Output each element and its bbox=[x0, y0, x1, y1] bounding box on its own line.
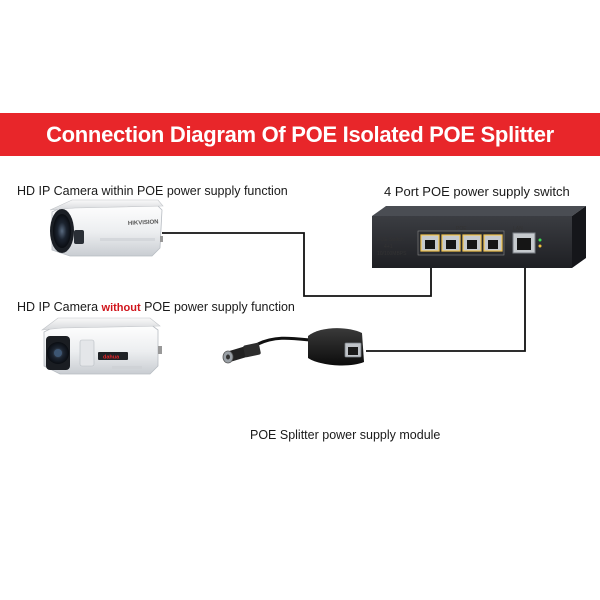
switch-panel-line1: POE Switch bbox=[377, 237, 404, 243]
camera2: dahua bbox=[40, 317, 162, 375]
cables bbox=[162, 232, 526, 352]
switch-label: 4 Port POE power supply switch bbox=[384, 184, 570, 199]
cable-splitter-to-camera2 bbox=[257, 336, 311, 346]
poe-switch: POE Switch 4+1 10/100MBPS POE LAN bbox=[372, 206, 586, 268]
switch-poe-ports bbox=[420, 234, 503, 252]
bullet-camera-icon: HIKVISION bbox=[49, 199, 164, 257]
title-banner: Connection Diagram Of POE Isolated POE S… bbox=[0, 113, 600, 156]
switch-panel-line3: 10/100MBPS bbox=[377, 251, 407, 257]
camera1: HIKVISION bbox=[49, 199, 164, 257]
poe-splitter bbox=[222, 328, 364, 366]
switch-uplink-label: LAN bbox=[513, 226, 523, 232]
switch-poe-group-label: POE bbox=[456, 226, 467, 232]
network-switch-icon: POE Switch 4+1 10/100MBPS POE LAN bbox=[372, 206, 586, 268]
camera1-label: HD IP Camera within POE power supply fun… bbox=[17, 184, 288, 198]
camera2-label: HD IP Camera without POE power supply fu… bbox=[17, 300, 295, 314]
camera2-brand: dahua bbox=[103, 355, 120, 361]
camera2-label-prefix: HD IP Camera bbox=[17, 300, 102, 314]
camera2-label-emphasis: without bbox=[101, 302, 141, 314]
switch-panel-line2: 4+1 bbox=[384, 244, 393, 250]
page-title: Connection Diagram Of POE Isolated POE S… bbox=[46, 121, 554, 147]
cable-switch-to-splitter bbox=[366, 256, 526, 352]
camera1-brand: HIKVISION bbox=[128, 219, 159, 227]
splitter-label: POE Splitter power supply module bbox=[250, 428, 441, 442]
cable-camera1-to-switch bbox=[162, 232, 432, 297]
bullet-camera-icon: dahua bbox=[40, 317, 162, 375]
camera2-label-suffix: POE power supply function bbox=[140, 300, 295, 314]
poe-splitter-icon bbox=[222, 328, 364, 366]
